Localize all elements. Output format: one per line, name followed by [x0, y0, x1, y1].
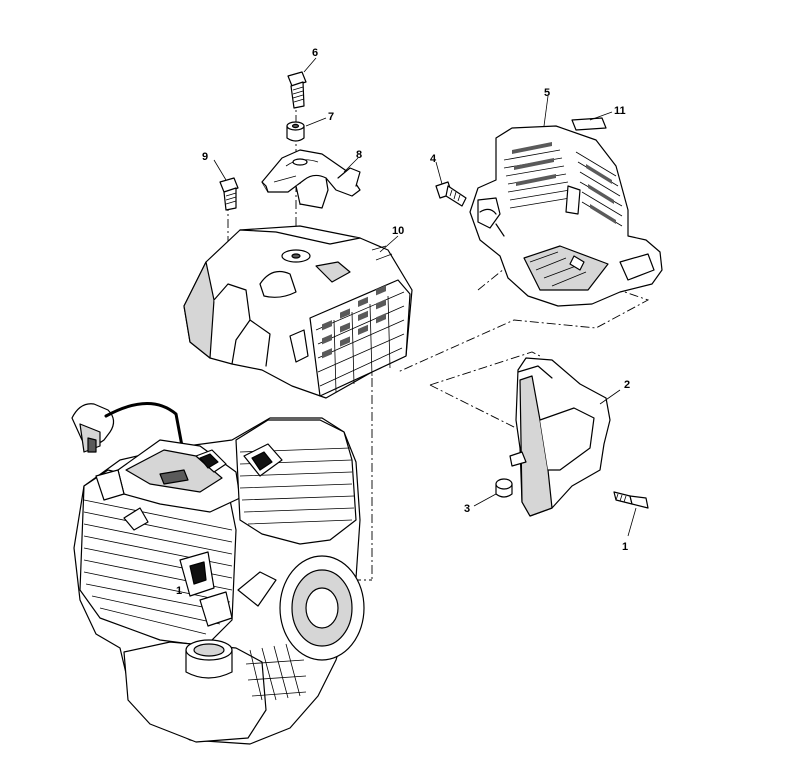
- engine-assembly: [71, 402, 365, 745]
- bolt-part-9: [219, 177, 239, 211]
- leader-lines: [213, 57, 637, 537]
- callout-9: 9: [202, 151, 208, 163]
- side-cover-part-2: [509, 357, 611, 517]
- callout-10: 10: [392, 225, 404, 237]
- label-part-11: [571, 117, 607, 131]
- callout-5: 5: [544, 87, 550, 99]
- callout-6: 6: [312, 47, 318, 59]
- bolt-part-6: [287, 71, 307, 109]
- collar-part-7: [286, 121, 305, 142]
- callout-11: 11: [614, 105, 626, 117]
- callout-4: 4: [430, 153, 437, 165]
- callout-1: 1: [622, 541, 628, 553]
- bracket-part-8: [261, 149, 361, 209]
- shroud-cover-part-5: [469, 125, 663, 307]
- cylinder-cover-part-10: [183, 225, 413, 399]
- engine-marking: 1: [176, 585, 182, 597]
- grommet-part-3: [495, 478, 513, 498]
- callout-8: 8: [356, 149, 362, 161]
- callout-2: 2: [624, 379, 630, 391]
- bolt-part-1: [613, 491, 649, 509]
- callout-7: 7: [328, 111, 334, 123]
- callout-3: 3: [464, 503, 470, 515]
- bolt-part-4: [435, 181, 467, 207]
